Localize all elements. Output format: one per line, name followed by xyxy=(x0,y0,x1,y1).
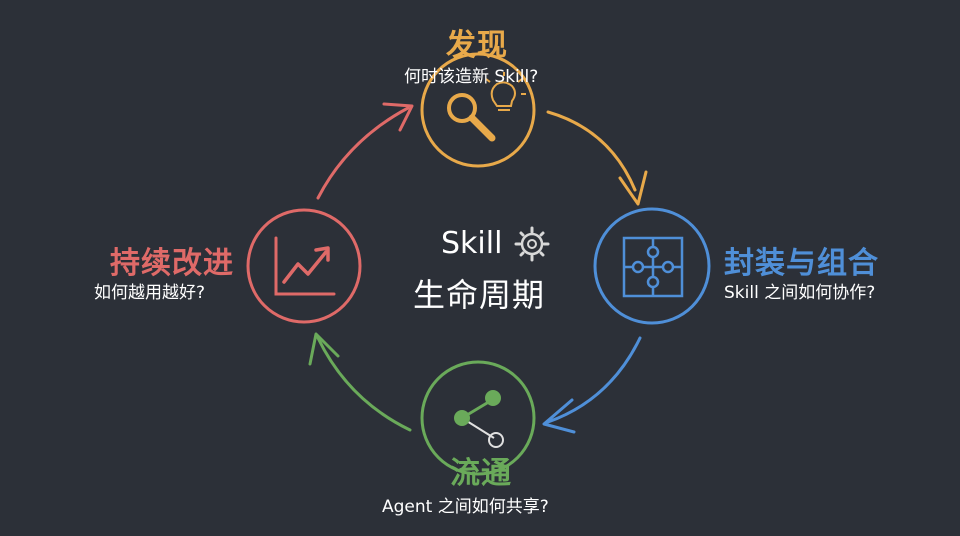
stage-package-circle xyxy=(593,207,711,325)
arrow-share-to-improve xyxy=(308,332,412,432)
center-title: Skill xyxy=(441,226,503,261)
arrow-discover-to-package xyxy=(546,110,648,206)
arrow-improve-to-discover xyxy=(316,102,414,200)
stage-improve-question: 如何越用越好? xyxy=(94,283,206,303)
stage-share-title: 流通 xyxy=(450,456,512,491)
gear-icon xyxy=(514,226,550,262)
stage-package-question: Skill 之间如何协作? xyxy=(724,283,876,303)
stage-improve-title: 持续改进 xyxy=(110,246,234,281)
puzzle-icon xyxy=(622,236,684,298)
lightbulb-icon xyxy=(485,72,526,111)
stage-discover-question: 何时该造新 Skill? xyxy=(404,67,539,87)
stage-improve-circle xyxy=(246,208,362,324)
magnifier-icon xyxy=(447,93,496,142)
stage-discover-title: 发现 xyxy=(446,28,508,63)
share-icon xyxy=(454,390,504,448)
stage-discover-circle xyxy=(420,52,536,168)
stage-package-title: 封装与组合 xyxy=(724,246,879,281)
center-subtitle: 生命周期 xyxy=(413,276,546,314)
stage-share-question: Agent 之间如何共享? xyxy=(382,497,549,517)
trend-chart-icon xyxy=(274,236,336,296)
stage-share-circle xyxy=(420,360,536,476)
arrow-package-to-share xyxy=(542,336,642,434)
